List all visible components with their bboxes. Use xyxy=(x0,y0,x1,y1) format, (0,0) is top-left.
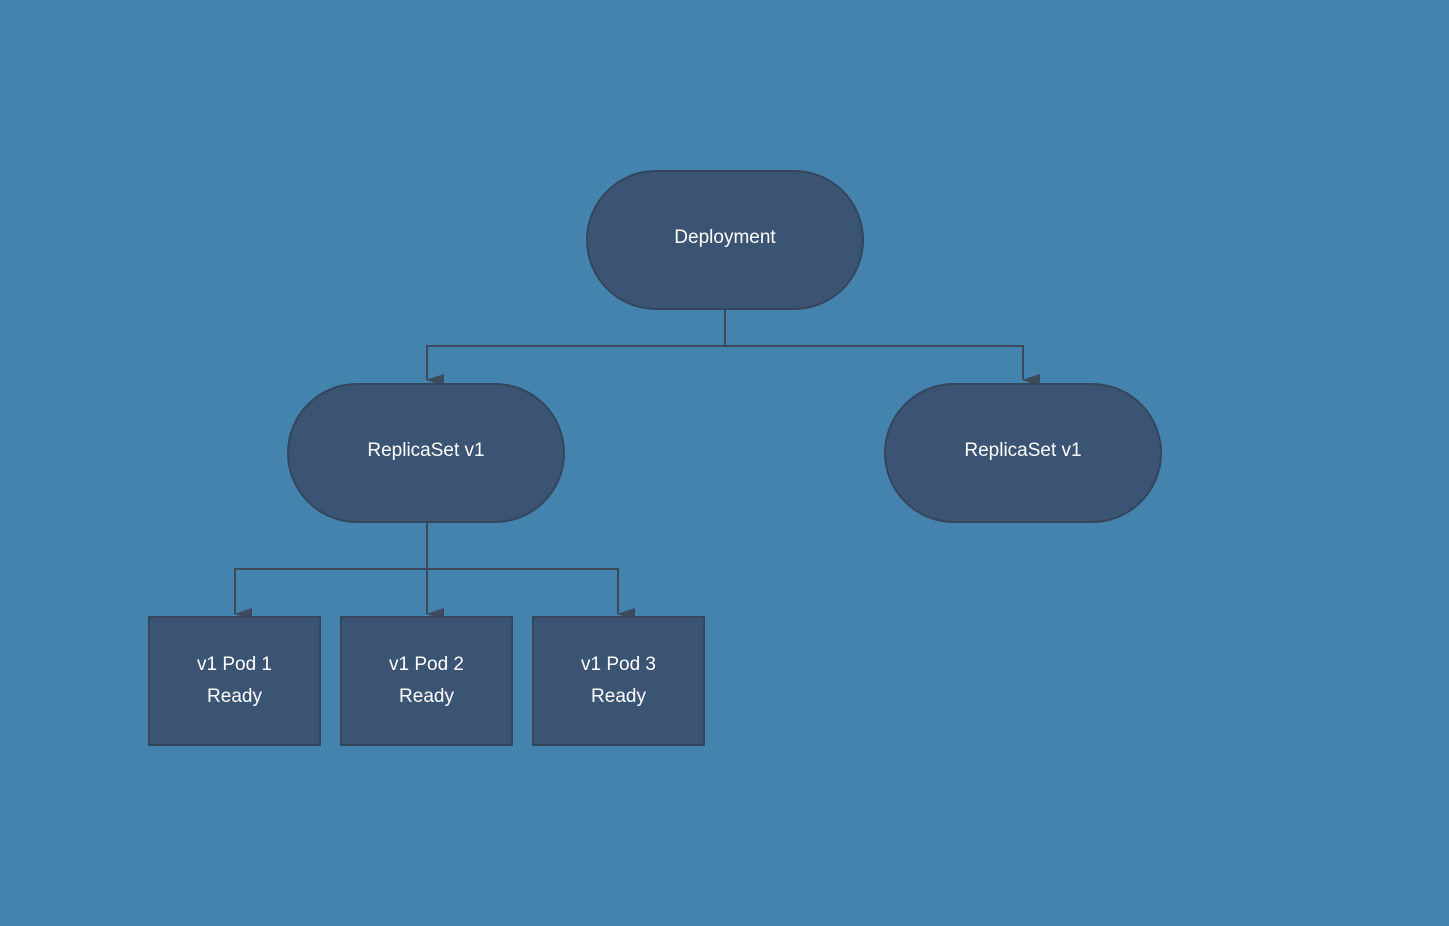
edge-deployment-to-replicaset-left xyxy=(426,310,726,386)
pod-status: Ready xyxy=(591,686,646,707)
edge-deployment-to-replicaset-right xyxy=(724,310,1040,386)
pod-node-2[interactable]: v1 Pod 2 Ready xyxy=(340,616,513,746)
pod-status: Ready xyxy=(399,686,454,707)
pod-name: v1 Pod 1 xyxy=(197,654,272,675)
pod-name: v1 Pod 3 xyxy=(581,654,656,675)
replicaset-node-left[interactable]: ReplicaSet v1 xyxy=(287,383,565,523)
replicaset-label: ReplicaSet v1 xyxy=(964,440,1082,461)
pod-node-1[interactable]: v1 Pod 1 Ready xyxy=(148,616,321,746)
pod-status: Ready xyxy=(207,686,262,707)
edge-replicaset-to-pod-3 xyxy=(426,523,635,620)
replicaset-node-right[interactable]: ReplicaSet v1 xyxy=(884,383,1162,523)
pod-name: v1 Pod 2 xyxy=(389,654,464,675)
deployment-label: Deployment xyxy=(674,227,776,248)
deployment-node[interactable]: Deployment xyxy=(586,170,864,310)
pod-node-3[interactable]: v1 Pod 3 Ready xyxy=(532,616,705,746)
replicaset-label: ReplicaSet v1 xyxy=(367,440,485,461)
edge-replicaset-to-pod-1 xyxy=(234,523,428,620)
